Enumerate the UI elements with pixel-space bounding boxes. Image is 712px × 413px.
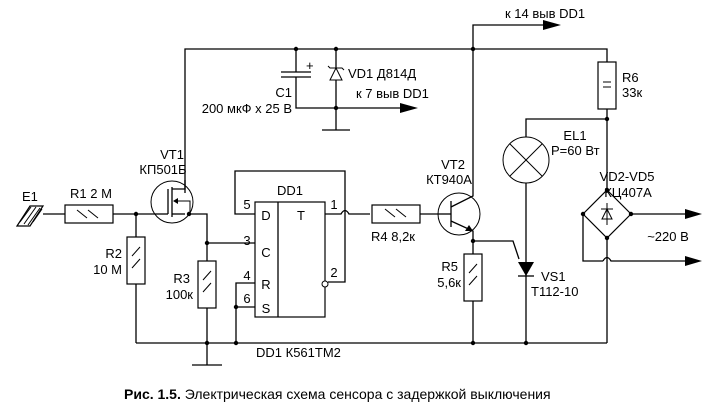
el1-ref: EL1 (563, 128, 586, 143)
el1-value: P=60 Вт (551, 143, 600, 158)
transistor-vt1: VT1 КП501Б (139, 147, 208, 243)
zener-vd1: VD1 Д814Д (322, 49, 416, 131)
vs1-value: Т112-10 (531, 284, 578, 299)
ic-dd1: DD1 T D C R S 5 3 4 6 1 2 DD1 К561ТМ2 (207, 170, 370, 360)
vt1-ref: VT1 (160, 147, 184, 162)
mains-label: ~220 В (647, 229, 689, 244)
r6-ref: R6 (622, 70, 639, 85)
resistor-r6: R6 33к (597, 61, 642, 189)
resistor-r3: R3 100к (166, 240, 222, 366)
sensor-e1: E1 (15, 189, 45, 227)
thyristor-vs1: VS1 Т112-10 (473, 240, 578, 299)
dd1-func: T (297, 208, 305, 223)
r5-value: 5,6к (437, 275, 461, 290)
dd1-pinnum-5: 5 (243, 197, 250, 212)
dd1-pin-c: C (261, 245, 270, 260)
dd1-pin-r: R (261, 277, 270, 292)
vt2-ref: VT2 (441, 157, 465, 172)
pin14-output: к 14 выв DD1 (472, 6, 585, 49)
pin7-label: к 7 выв DD1 (356, 86, 429, 101)
pin14-label: к 14 выв DD1 (505, 6, 585, 21)
dd1-pinnum-4: 4 (243, 268, 250, 283)
dd1-ref: DD1 (277, 183, 303, 198)
r6-value: 33к (622, 85, 642, 100)
c1-polarity: + (306, 58, 314, 73)
transistor-vt2: VT2 КТ940А (426, 49, 481, 244)
dd1-pin-d: D (261, 208, 270, 223)
bridge-value: КЦ407А (604, 185, 652, 200)
figure-caption: Рис. 1.5. Электрическая схема сенсора с … (124, 386, 551, 402)
dd1-pinnum-1: 1 (330, 197, 337, 212)
r3-ref: R3 (173, 271, 190, 286)
dd1-pinnum-6: 6 (243, 291, 250, 306)
resistor-r5: R5 5,6к (437, 241, 483, 343)
e1-ref: E1 (22, 189, 38, 204)
r2-value: 10 М (93, 262, 122, 277)
c1-ref: C1 (275, 85, 292, 100)
diode-bridge: VD2-VD5 КЦ407А ~220 В (580, 169, 702, 343)
vs1-ref: VS1 (541, 269, 566, 284)
r4-ref: R4 8,2к (371, 229, 415, 244)
vd1-ref: VD1 Д814Д (348, 66, 416, 81)
dd1-pinnum-3: 3 (243, 233, 250, 248)
lamp-el1: EL1 P=60 Вт (502, 116, 610, 343)
r2-ref: R2 (105, 246, 122, 261)
resistor-r1: R1 2 М (43, 186, 155, 224)
r5-ref: R5 (441, 259, 458, 274)
vt2-value: КТ940А (426, 172, 472, 187)
caption-text: Электрическая схема сенсора с задержкой … (181, 386, 551, 402)
c1-value: 200 мкФ х 25 В (202, 101, 292, 116)
r1-ref: R1 2 М (70, 186, 112, 201)
caption-prefix: Рис. 1.5. (124, 386, 181, 402)
dd1-pinnum-2: 2 (330, 265, 337, 280)
resistor-r2: R2 10 М (93, 211, 146, 343)
dd1-type: DD1 К561ТМ2 (256, 345, 341, 360)
pin7-output: к 7 выв DD1 (336, 86, 429, 113)
dd1-pin-s: S (262, 301, 271, 316)
vt1-value: КП501Б (139, 162, 186, 177)
bridge-ref: VD2-VD5 (600, 169, 655, 184)
ground-rail (136, 340, 607, 346)
resistor-r4: R4 8,2к (371, 204, 439, 244)
r3-value: 100к (166, 287, 194, 302)
capacitor-c1: + C1 200 мкФ х 25 В (202, 49, 336, 116)
